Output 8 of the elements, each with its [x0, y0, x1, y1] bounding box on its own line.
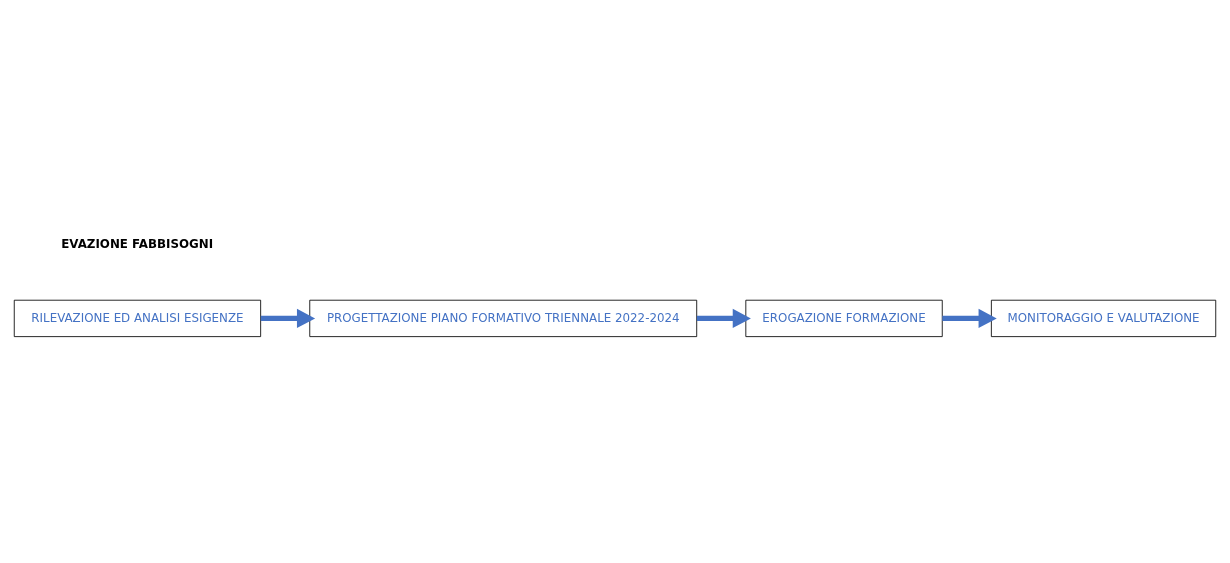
arrow — [696, 308, 751, 328]
arrow — [942, 308, 997, 328]
node-box: MONITORAGGIO E VALUTAZIONE — [990, 299, 1217, 337]
arrow — [260, 308, 316, 328]
node-box: RILEVAZIONE ED ANALISI ESIGENZE — [13, 299, 262, 337]
node-box: EROGAZIONE FORMAZIONE — [745, 299, 943, 337]
node-box: PROGETTAZIONE PIANO FORMATIVO TRIENNALE 2022-2024 — [309, 299, 698, 337]
label: EVAZIONE FABBISOGNI — [61, 236, 214, 251]
